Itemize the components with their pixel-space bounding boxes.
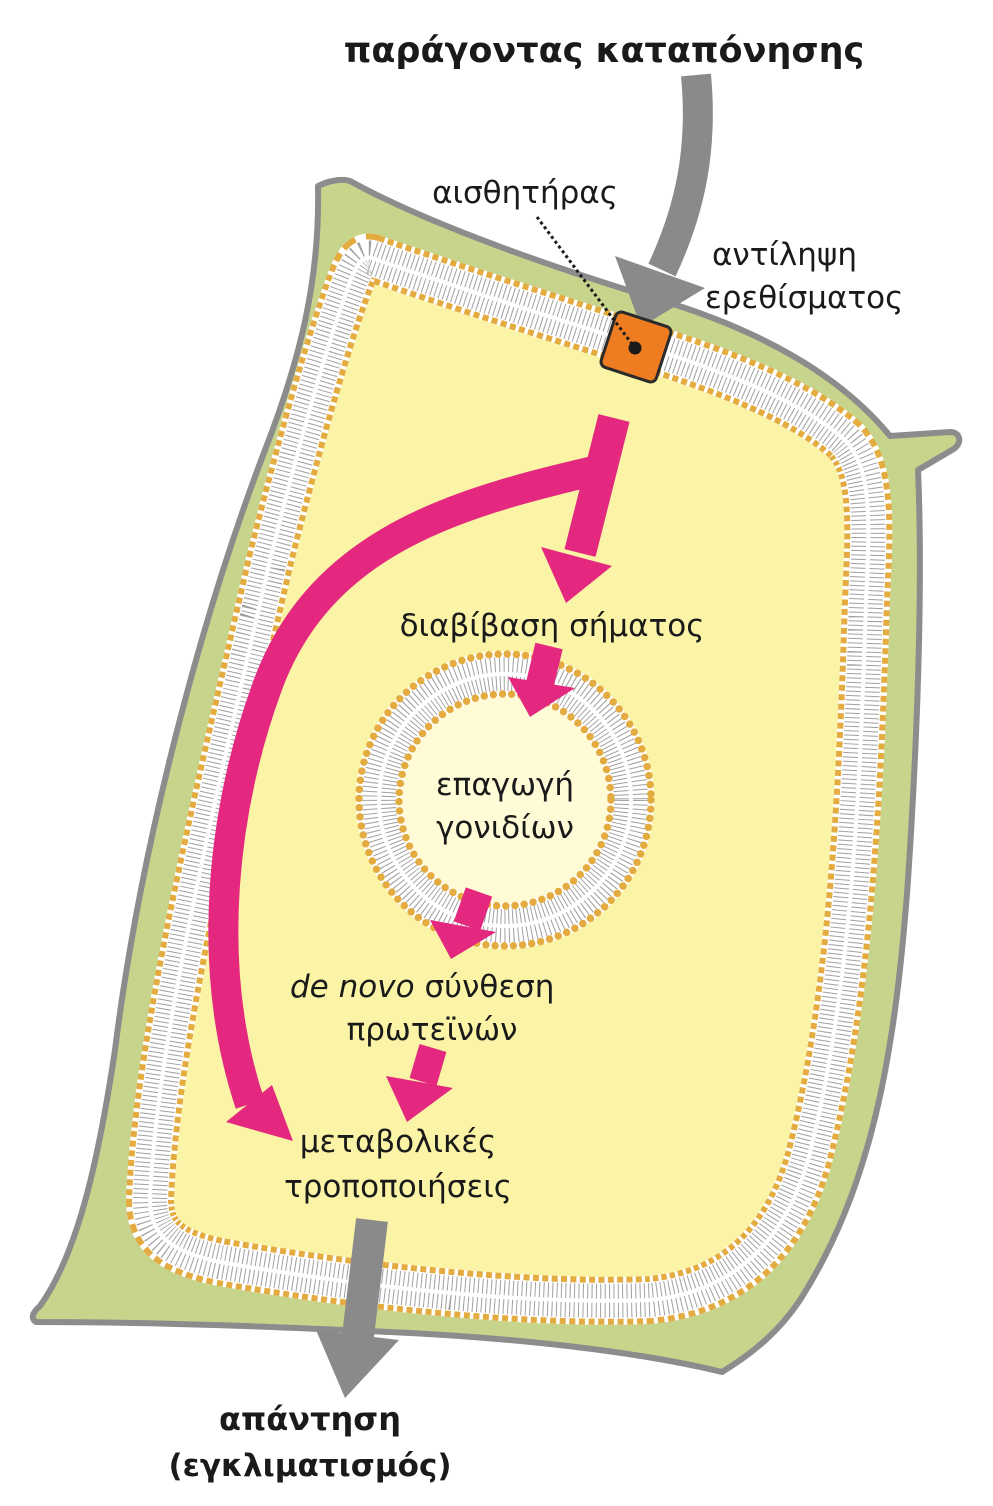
gene-induction-label-line1: επαγωγή: [436, 767, 574, 803]
signal-arrow-to-synthesis-head: [430, 920, 496, 959]
response-label-line1: απάντηση: [219, 1400, 401, 1438]
protein-synthesis-label-line2: πρωτεϊνών: [347, 1012, 518, 1048]
signal-arrow-to-metabolic-head: [386, 1076, 453, 1122]
title-stress-factor: παράγοντας καταπόνησης: [344, 31, 865, 71]
perception-label-line2: ερεθίσματος: [705, 280, 903, 316]
stress-input-arrow-head: [615, 256, 705, 327]
signal-arrow-to-synthesis-body: [453, 887, 493, 931]
nuclear-membrane-midline: [377, 672, 633, 928]
response-output-arrow: [316, 1218, 399, 1398]
signal-arrow-bypass-head: [226, 1085, 293, 1141]
signal-transduction-label: διαβίβαση σήματος: [400, 608, 705, 644]
response-output-arrow-head: [316, 1330, 399, 1398]
nuclear-membrane-outer-heads: [355, 650, 655, 950]
stress-input-arrow: [615, 73, 713, 327]
metabolic-changes-label-line2: τροποποιήσεις: [284, 1169, 512, 1205]
sensor-dot: [628, 341, 642, 355]
signal-arrow-to-metabolic-body: [409, 1044, 447, 1086]
sensor-label: αισθητήρας: [432, 175, 618, 211]
nucleoplasm: [379, 674, 631, 926]
nucleus: [355, 650, 655, 950]
perception-label-line1: αντίληψη: [712, 237, 857, 273]
gene-induction-label-line2: γονιδίων: [436, 810, 574, 846]
signal-arrow-to-nucleus-head: [508, 677, 575, 717]
protein-synthesis-rest: σύνθεση: [425, 969, 555, 1005]
protein-synthesis-italic: de novo: [290, 969, 415, 1005]
signal-arrow-bypass-body: [208, 453, 610, 1109]
signal-arrows: [208, 414, 630, 1141]
response-label-line2: (εγκλιματισμός): [168, 1448, 451, 1484]
protein-synthesis-label-line1: de novo σύνθεση: [290, 969, 554, 1005]
signal-arrow-to-nucleus-body: [526, 642, 563, 688]
signal-arrow-main-head: [541, 547, 612, 603]
sensor-pointer-line: [535, 216, 634, 345]
metabolic-changes-label-line1: μεταβολικές: [300, 1124, 496, 1160]
response-output-arrow-body: [342, 1218, 388, 1338]
stress-input-arrow-body: [648, 73, 713, 277]
nuclear-membrane-inner-heads: [395, 690, 615, 910]
